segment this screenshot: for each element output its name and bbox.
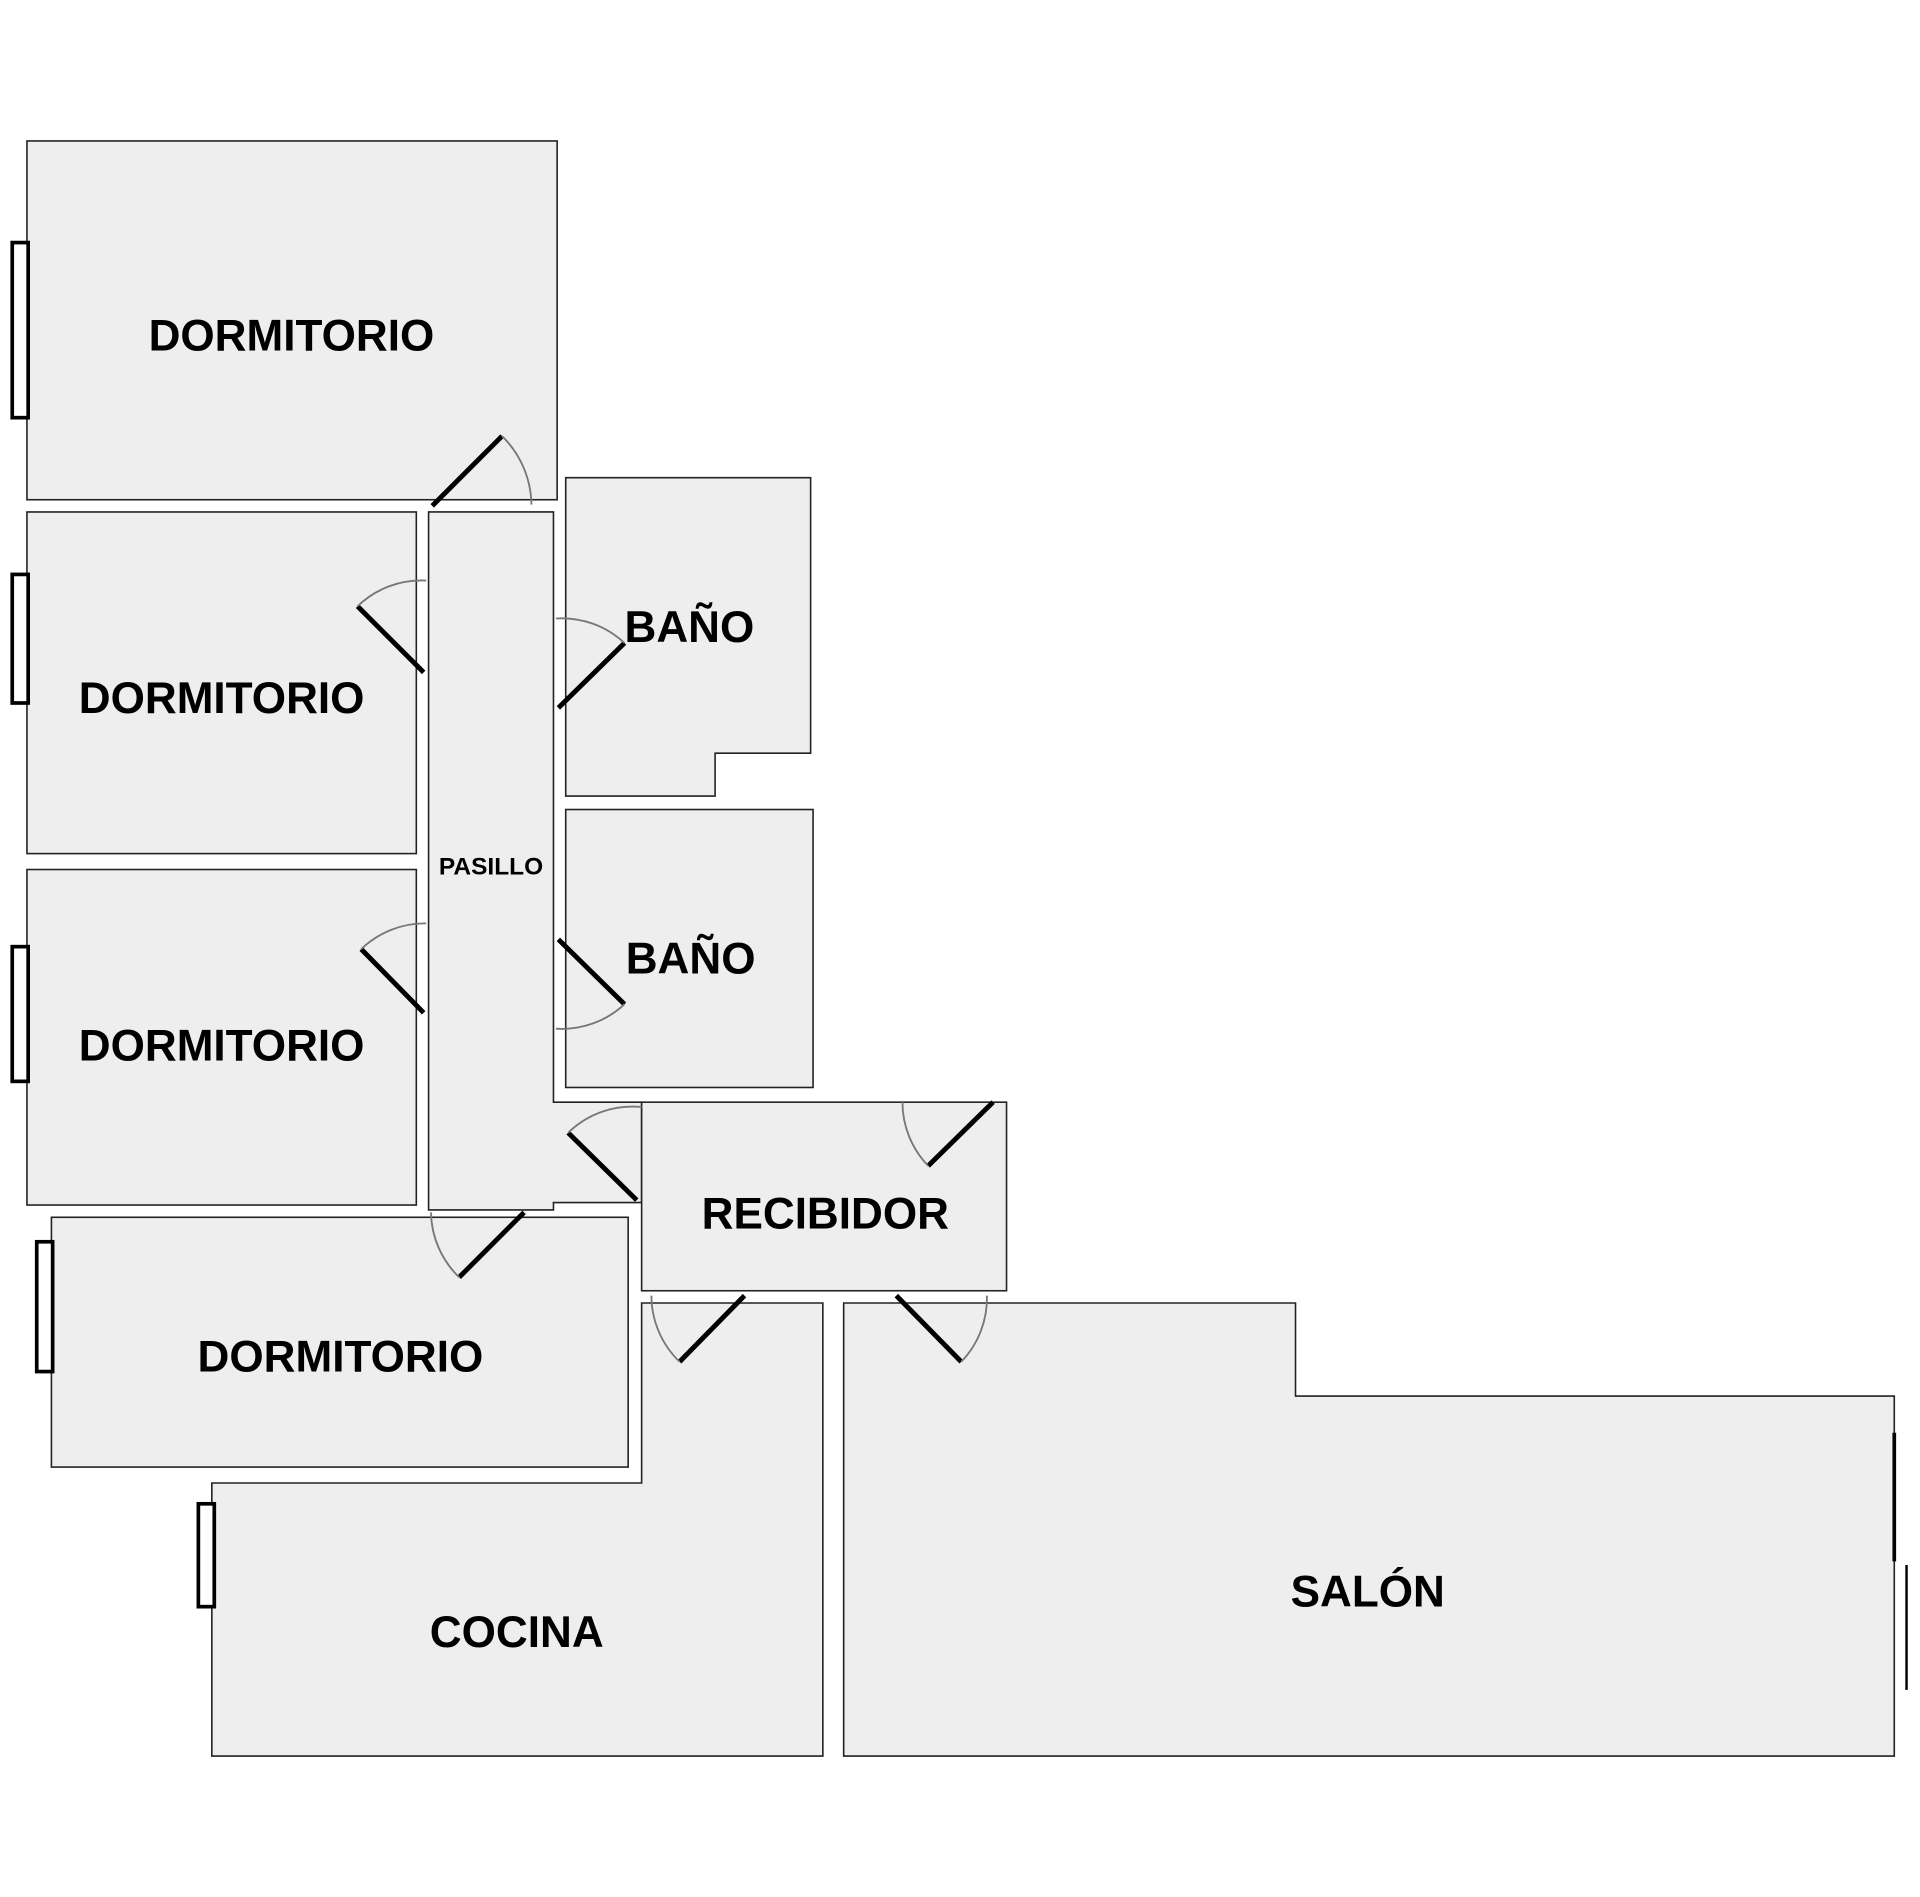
window bbox=[196, 1501, 217, 1609]
room-label-bano-1: BAÑO bbox=[624, 602, 754, 652]
room-bano-1 bbox=[564, 476, 812, 797]
room-label-cocina: COCINA bbox=[430, 1608, 604, 1657]
door bbox=[566, 1105, 642, 1202]
door bbox=[359, 922, 427, 1015]
window bbox=[10, 240, 30, 420]
door bbox=[650, 1293, 747, 1364]
room-label-dormitorio-3: DORMITORIO bbox=[79, 1022, 365, 1071]
room-recibidor bbox=[640, 1101, 1008, 1292]
room-cocina bbox=[211, 1302, 824, 1757]
door bbox=[355, 579, 427, 675]
room-label-dormitorio-4: DORMITORIO bbox=[198, 1333, 484, 1382]
window bbox=[34, 1239, 55, 1374]
window bbox=[10, 944, 30, 1084]
room-dormitorio-3 bbox=[26, 868, 418, 1206]
room-label-dormitorio-2: DORMITORIO bbox=[79, 674, 365, 723]
door bbox=[894, 1293, 988, 1364]
room-bano-2 bbox=[564, 808, 814, 1089]
window bbox=[10, 572, 30, 705]
room-label-pasillo: PASILLO bbox=[439, 853, 543, 880]
door bbox=[901, 1100, 995, 1168]
room-label-salon: SALÓN bbox=[1291, 1567, 1445, 1617]
room-dormitorio-1 bbox=[26, 140, 558, 501]
door bbox=[555, 617, 627, 710]
room-label-bano-2: BAÑO bbox=[626, 934, 756, 984]
room-label-dormitorio-1: DORMITORIO bbox=[149, 311, 435, 360]
room-dormitorio-2 bbox=[26, 511, 418, 855]
door bbox=[555, 937, 627, 1030]
room-label-recibidor: RECIBIDOR bbox=[702, 1189, 949, 1238]
room-dormitorio-4 bbox=[50, 1216, 629, 1468]
door bbox=[430, 1210, 526, 1280]
door bbox=[430, 434, 533, 508]
room-salon bbox=[842, 1302, 1896, 1757]
